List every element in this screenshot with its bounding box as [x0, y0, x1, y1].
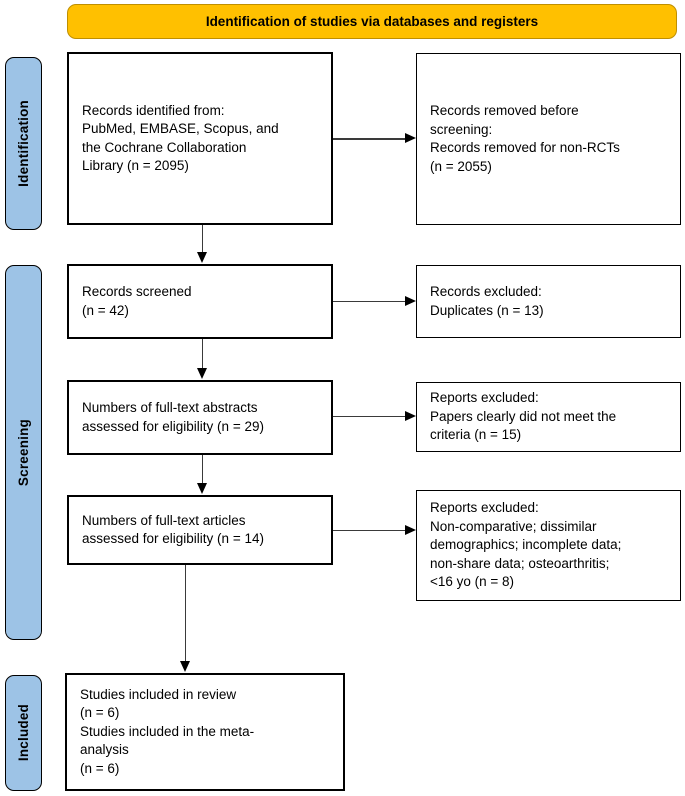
arrow-screened-to-excluded-shaft — [333, 300, 407, 303]
arrow-screened-to-abstracts-shaft — [201, 339, 204, 369]
stage-label-screening-text: Screening — [16, 418, 31, 487]
stage-label-identification: Identification — [5, 57, 42, 230]
box-records-identified-text: Records identified from: PubMed, EMBASE,… — [82, 102, 279, 174]
box-records-identified: Records identified from: PubMed, EMBASE,… — [67, 52, 333, 225]
box-reports-excluded-abstracts: Reports excluded: Papers clearly did not… — [416, 382, 681, 452]
box-articles-assessed-text: Numbers of full-text articles assessed f… — [82, 512, 264, 547]
box-reports-excluded-abstracts-text: Reports excluded: Papers clearly did not… — [430, 390, 617, 443]
arrow-abstracts-to-excluded-head-icon — [405, 410, 416, 421]
box-records-screened-text: Records screened (n = 42) — [82, 284, 192, 318]
arrow-identified-to-removed-head-icon — [405, 133, 416, 143]
box-records-screened: Records screened (n = 42) — [67, 264, 333, 339]
arrow-screened-to-excluded-head-icon — [405, 295, 416, 306]
arrow-identified-to-screened-head-icon — [196, 252, 207, 263]
box-reports-excluded-articles: Reports excluded: Non-comparative; dissi… — [416, 490, 681, 601]
arrow-screened-to-abstracts-head-icon — [196, 368, 207, 379]
box-articles-assessed: Numbers of full-text articles assessed f… — [67, 495, 333, 565]
box-abstracts-assessed: Numbers of full-text abstracts assessed … — [67, 380, 333, 455]
box-studies-included: Studies included in review (n = 6) Studi… — [65, 673, 345, 791]
arrow-identified-to-screened-shaft — [201, 225, 204, 253]
arrow-articles-to-included-head-icon — [179, 661, 190, 672]
box-studies-included-text: Studies included in review (n = 6) Studi… — [80, 686, 255, 776]
arrow-articles-to-excluded-shaft — [333, 529, 407, 532]
banner-identification-of-studies: Identification of studies via databases … — [67, 4, 677, 39]
arrow-abstracts-to-articles-head-icon — [196, 483, 207, 494]
arrow-abstracts-to-excluded-shaft — [333, 415, 407, 418]
box-records-excluded: Records excluded: Duplicates (n = 13) — [416, 265, 681, 338]
arrow-articles-to-included-shaft — [184, 565, 187, 662]
stage-label-screening: Screening — [5, 265, 42, 640]
stage-label-identification-text: Identification — [16, 100, 31, 187]
box-reports-excluded-articles-text: Reports excluded: Non-comparative; dissi… — [430, 500, 622, 590]
box-records-excluded-text: Records excluded: Duplicates (n = 13) — [430, 284, 544, 318]
box-records-removed: Records removed before screening: Record… — [416, 53, 681, 225]
arrow-identified-to-removed-shaft — [333, 138, 407, 140]
stage-label-included: Included — [5, 675, 42, 791]
box-abstracts-assessed-text: Numbers of full-text abstracts assessed … — [82, 400, 264, 434]
box-records-removed-text: Records removed before screening: Record… — [430, 103, 620, 174]
stage-label-included-text: Included — [16, 704, 31, 762]
arrow-articles-to-excluded-head-icon — [405, 524, 416, 535]
arrow-abstracts-to-articles-shaft — [201, 455, 204, 484]
